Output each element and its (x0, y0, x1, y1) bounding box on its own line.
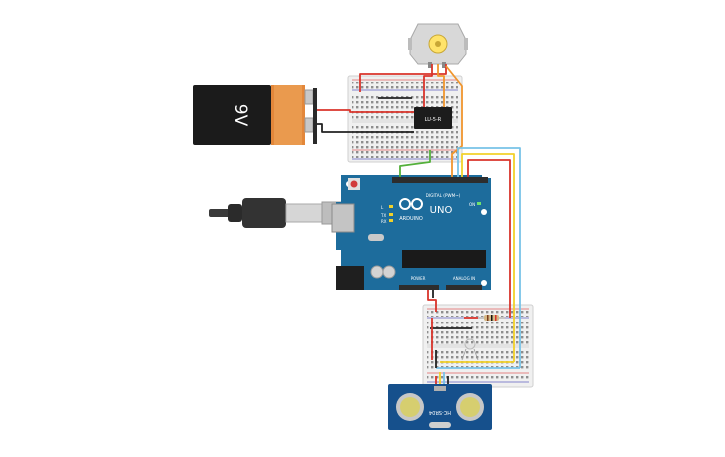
led-label-rx: RX (381, 219, 387, 224)
wire-battery-positive[interactable] (317, 109, 414, 113)
led[interactable] (461, 338, 479, 361)
wire-rail-red[interactable] (359, 64, 447, 92)
relay[interactable]: LU-5-R (414, 107, 452, 129)
power-header-label: POWER (411, 276, 426, 281)
wire-motor-lead-b[interactable] (445, 65, 463, 177)
led-label-tx: TX (380, 213, 386, 218)
digital-header-label: DIGITAL (PWM~) (426, 193, 461, 198)
arduino-model: UNO (430, 205, 453, 216)
dc-motor[interactable] (408, 23, 468, 68)
wire-battery-negative[interactable] (317, 123, 414, 133)
relay-label: LU-5-R (425, 117, 442, 123)
wire-digital-blue[interactable] (457, 147, 521, 368)
wire-motor-lead-a[interactable] (423, 64, 433, 107)
wire-power-red[interactable] (427, 290, 437, 312)
arduino-brand: ARDUINO (399, 216, 423, 222)
battery-label: 9V (230, 104, 250, 127)
arduino-logo-icon (399, 198, 423, 210)
wire-motor-lead-c[interactable] (437, 64, 445, 107)
ultrasonic-sensor[interactable]: HC-SR04 (388, 384, 492, 430)
wire-relay-control[interactable] (399, 150, 431, 177)
arduino-uno[interactable]: DIGITAL (PWM~) ARDUINO UNO L TX RX ON PO… (331, 175, 491, 290)
wire-digital-yellow[interactable] (461, 153, 515, 362)
wire-digital-red[interactable] (467, 159, 511, 318)
battery-9v[interactable]: 9V (193, 85, 317, 145)
resistor[interactable] (478, 315, 505, 321)
led-label-on: ON (469, 202, 475, 207)
led-label-l: L (381, 205, 384, 210)
sensor-label: HC-SR04 (429, 409, 451, 415)
analog-header-label: ANALOG IN (453, 276, 475, 281)
